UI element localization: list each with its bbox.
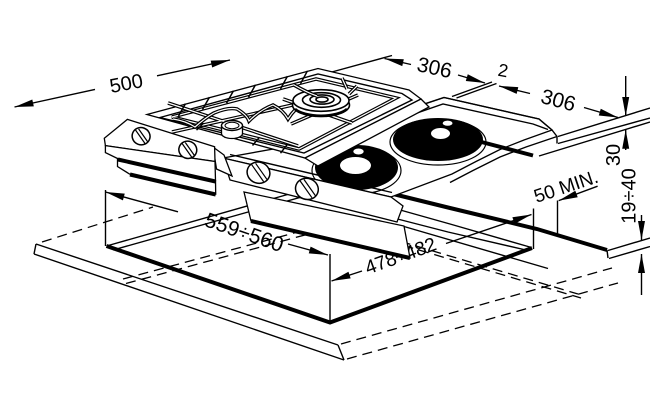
svg-text:2: 2 (496, 60, 509, 81)
svg-text:30: 30 (603, 144, 625, 166)
svg-text:19÷40: 19÷40 (619, 168, 641, 223)
